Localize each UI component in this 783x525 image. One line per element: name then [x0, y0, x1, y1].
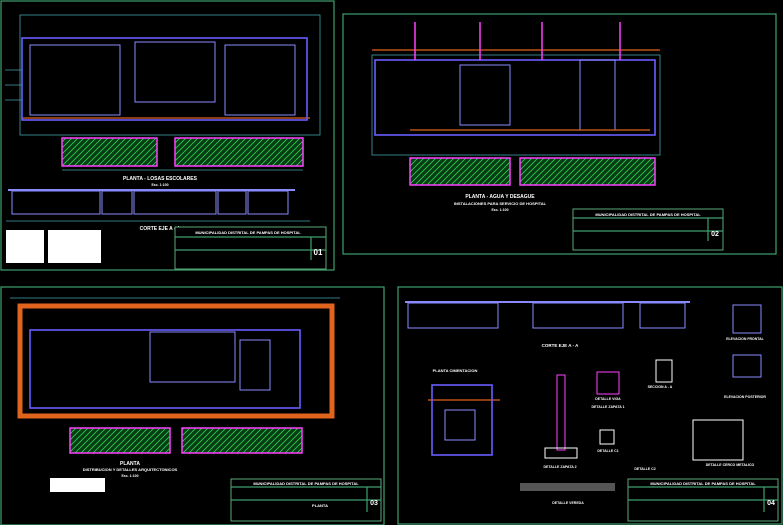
detail-label: DETALLE CERCO METALICO [706, 463, 755, 467]
section-title: CORTE EJE A - A [542, 343, 580, 348]
block-title: MUNICIPALIDAD DISTRITAL DE PAMPAS DE HOS… [595, 212, 701, 217]
foundation-plan [428, 384, 500, 456]
detail-label: DETALLE ZAPATA 1 [591, 405, 624, 409]
section-drawing [405, 301, 690, 329]
planter [519, 157, 656, 186]
section-title: CORTE EJE A - A [140, 226, 181, 232]
title-block: MUNICIPALIDAD DISTRITAL DE PAMPAS DE HOS… [627, 478, 779, 522]
block-label: PLANTA [312, 503, 328, 508]
plan-title: PLANTA - LOSAS ESCOLARES [123, 176, 198, 182]
sheet-border [397, 286, 783, 525]
plan-title: PLANTA - AGUA Y DESAGUE [465, 194, 535, 200]
details: DETALLE VIGA DETALLE ZAPATA 1 DETALLE ZA… [520, 304, 766, 505]
title-block: MUNICIPALIDAD DISTRITAL DE PAMPAS DE HOS… [230, 478, 382, 522]
floor-plan [5, 14, 321, 136]
sheet-2[interactable]: PLANTA - AGUA Y DESAGUE INSTALACIONES PA… [342, 13, 777, 255]
sheet-border [342, 13, 777, 255]
block-title: MUNICIPALIDAD DISTRITAL DE PAMPAS DE HOS… [195, 230, 301, 235]
plan-subtitle: INSTALACIONES PARA SERVICIO DE HOSPITAL [454, 201, 547, 206]
sheet-number: 03 [370, 500, 378, 507]
sheet-number: 02 [711, 231, 719, 238]
sheet-number: 01 [314, 248, 323, 257]
detail-label: DETALLE VEREDA [552, 501, 584, 505]
floor-plan [10, 297, 340, 419]
plan-title: PLANTA CIMENTACION [433, 368, 478, 373]
plan-subtitle: DISTRIBUCION Y DETALLES ARQUITECTONICOS [83, 467, 178, 472]
plan-scale: Esc. 1:100 [151, 183, 168, 187]
detail-label: ELEVACION FRONTAL [726, 337, 764, 341]
title-block: MUNICIPALIDAD DISTRITAL DE PAMPAS DE HOS… [572, 208, 724, 251]
detail-label: SECCION A - A [648, 385, 673, 389]
detail-label: DETALLE ZAPATA 2 [543, 465, 576, 469]
block-title: MUNICIPALIDAD DISTRITAL DE PAMPAS DE HOS… [650, 481, 756, 486]
detail-label: ELEVACION POSTERIOR [724, 395, 766, 399]
sheet-1[interactable]: PLANTA - LOSAS ESCOLARES Esc. 1:100 CORT… [0, 0, 335, 271]
schedule-table [48, 230, 101, 263]
detail-label: DETALLE C2 [634, 467, 655, 471]
sheet-number: 04 [767, 500, 775, 507]
plan-scale: Esc. 1:100 [491, 208, 508, 212]
plan-title: PLANTA [120, 461, 140, 467]
planter [61, 137, 158, 167]
schedule-table [6, 230, 44, 263]
floor-plan [371, 22, 661, 156]
sheet-3[interactable]: PLANTA DISTRIBUCION Y DETALLES ARQUITECT… [0, 286, 385, 525]
legend-table [50, 478, 105, 492]
block-title: MUNICIPALIDAD DISTRITAL DE PAMPAS DE HOS… [253, 481, 359, 486]
title-block: MUNICIPALIDAD DISTRITAL DE PAMPAS DE HOS… [174, 226, 327, 270]
detail-label: DETALLE VIGA [595, 397, 621, 401]
sheet-border [0, 0, 335, 271]
planter [174, 137, 304, 167]
planter [181, 427, 303, 454]
sheet-4[interactable]: CORTE EJE A - A PLANTA CIMENTACION DETAL… [397, 286, 783, 525]
planter [69, 427, 171, 454]
section-drawing [6, 189, 310, 222]
planter [409, 157, 511, 186]
detail-label: DETALLE C1 [597, 449, 618, 453]
plan-scale: Esc. 1:100 [121, 474, 138, 478]
sheet-border [0, 286, 385, 525]
